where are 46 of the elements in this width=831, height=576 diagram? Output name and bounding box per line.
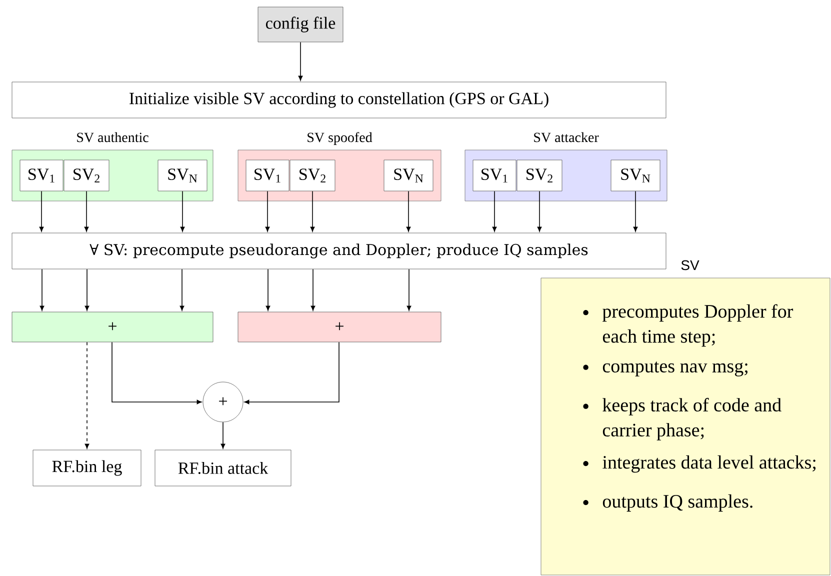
sv-box: SV$_{1}$ <box>472 160 516 192</box>
arrow <box>39 190 44 232</box>
arrow <box>84 190 89 232</box>
sum-bar: + <box>12 312 214 342</box>
arrow <box>84 268 90 311</box>
sv-box: SV$_{N}$ <box>384 160 434 192</box>
arrow <box>40 268 44 311</box>
process-box: ∀ SV: precompute pseudorange and Doppler; produce IQ samples <box>12 232 666 270</box>
note-box <box>540 260 830 576</box>
heading: SV spoofed <box>308 132 372 145</box>
sv-box: SV$_{1}$ <box>20 160 64 192</box>
arrow <box>406 268 412 311</box>
arrow <box>537 190 542 232</box>
list-item: keeps track of code and carrier phase; <box>602 398 782 440</box>
arrow <box>180 268 184 311</box>
sv-box: SV$_{2}$ <box>516 160 562 192</box>
sv-box: SV$_{1}$ <box>246 160 290 192</box>
list-item: outputs IQ samples. <box>602 494 752 512</box>
arrow <box>180 190 185 232</box>
arrow <box>633 190 638 232</box>
sv-box: SV$_{2}$ <box>64 160 110 192</box>
arrow <box>244 342 340 404</box>
heading: SV <box>681 260 700 270</box>
list-item: integrates data level attacks; <box>602 455 816 473</box>
list-item: precomputes Doppler for each time step; <box>602 304 794 347</box>
heading: SV authentic <box>77 132 148 142</box>
sv-box: SV$_{N}$ <box>158 160 208 192</box>
output-box: RF.bin attack <box>154 450 292 486</box>
list-item: computes nav msg; <box>602 362 748 376</box>
heading: SV attacker <box>534 132 599 142</box>
arrow <box>265 190 270 232</box>
arrow <box>84 342 90 449</box>
process-box: Initialize visible SV according to constellation (GPS or GAL) <box>12 82 666 118</box>
output-box: RF.bin leg <box>32 450 142 486</box>
arrow <box>310 268 316 311</box>
file-box: config file <box>258 6 344 42</box>
arrow <box>220 422 226 449</box>
sv-box: SV$_{N}$ <box>610 160 660 192</box>
arrow <box>112 342 202 404</box>
sum-bar: + <box>238 312 442 342</box>
arrow <box>406 190 411 232</box>
arrow <box>310 190 315 232</box>
arrow <box>298 42 303 81</box>
arrow <box>492 190 497 232</box>
arrow <box>266 268 270 311</box>
sv-box: SV$_{2}$ <box>290 160 336 192</box>
